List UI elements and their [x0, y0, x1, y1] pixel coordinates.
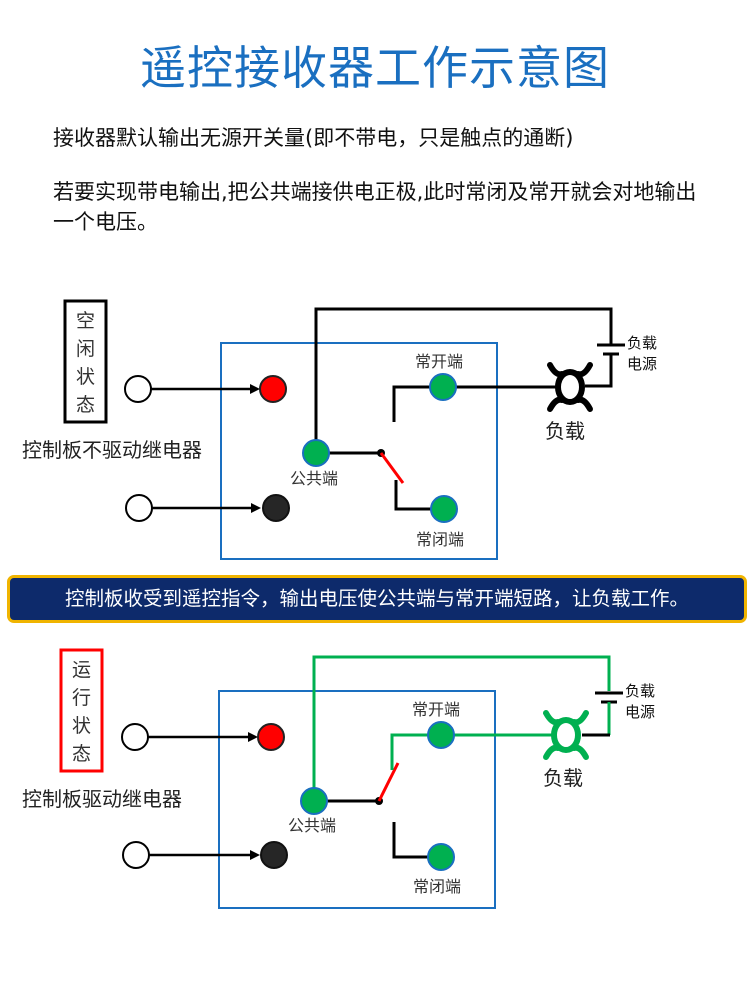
run-nc-label: 常闭端: [413, 877, 461, 896]
idle-nc-label: 常闭端: [416, 530, 464, 549]
run-nc-contact-wire: [392, 822, 441, 859]
run-state-char: 状: [72, 715, 91, 737]
idle-nc-contact-wire: [394, 480, 444, 511]
run-coil-black-terminal: [260, 841, 288, 869]
idle-input-circle-bottom: [125, 494, 153, 522]
idle-coil-red-terminal: [259, 375, 287, 403]
idle-control-label: 控制板不驱动继电器: [22, 438, 202, 462]
idle-battery-wire: [585, 354, 613, 388]
idle-input-circle-top: [124, 375, 152, 403]
description-line-2: 若要实现带电输出,把公共端接供电正极,此时常闭及常开就会对地输出一个电压。: [53, 180, 697, 234]
run-power-label: 电源: [625, 703, 655, 721]
run-relay-box: [218, 690, 496, 909]
run-nc-terminal: [427, 843, 455, 871]
idle-common-label: 公共端: [290, 469, 338, 488]
idle-arrowhead-icon: [251, 503, 261, 513]
run-no-contact-wire: [390, 733, 441, 770]
idle-relay-box: [220, 342, 498, 560]
run-no-label: 常开端: [412, 700, 460, 719]
run-common-supply-wire: [312, 655, 611, 798]
idle-common-terminal: [302, 439, 330, 467]
run-control-label: 控制板驱动继电器: [22, 787, 182, 811]
idle-no-contact-wire: [392, 385, 443, 422]
run-common-terminal: [300, 787, 328, 815]
idle-state-char: 状: [76, 366, 95, 388]
idle-diagram: 空 闲 状 态 控制板不驱动继电器 负载 电源 公共端 常开端 常闭端 负载: [22, 299, 657, 560]
running-diagram: 运 行 状 态 控制板驱动继电器 负载 电源 公共端 常开端 常闭端 负载: [22, 648, 655, 909]
run-state-char: 运: [72, 659, 91, 681]
idle-common-supply-wire: [314, 307, 613, 448]
idle-power-label: 电源: [627, 355, 657, 373]
run-state-char: 态: [72, 743, 91, 765]
run-load-icon: [543, 710, 589, 760]
idle-state-box: [63, 299, 108, 424]
idle-state-char: 空: [76, 310, 95, 332]
run-coil-red-terminal: [257, 723, 285, 751]
run-switch-arm: [377, 762, 400, 802]
page-title: 遥控接收器工作示意图: [140, 41, 610, 95]
run-input-circle-top: [121, 723, 149, 751]
idle-switch-arm: [379, 452, 405, 484]
idle-no-label: 常开端: [415, 352, 463, 371]
run-arrowhead-icon: [248, 732, 258, 742]
status-banner: 控制板收受到遥控指令，输出电压使公共端与常开端短路，让负载工作。: [7, 575, 747, 623]
run-input-circle-bottom: [122, 841, 150, 869]
idle-arrowhead-icon: [250, 384, 260, 394]
run-common-label: 公共端: [288, 816, 336, 835]
idle-state-char: 闲: [76, 338, 95, 360]
run-state-char: 行: [72, 687, 91, 709]
idle-power-label: 负载: [627, 334, 657, 352]
idle-nc-terminal: [430, 495, 458, 523]
run-arrowhead-icon: [250, 850, 260, 860]
idle-no-terminal: [429, 373, 457, 401]
run-power-label: 负载: [625, 682, 655, 700]
description-line-1: 接收器默认输出无源开关量(即不带电，只是触点的通断): [53, 126, 574, 150]
idle-load-icon: [547, 362, 593, 412]
idle-state-char: 态: [76, 394, 95, 416]
run-no-terminal: [427, 721, 455, 749]
run-state-box: [59, 648, 104, 773]
run-load-label: 负载: [543, 766, 583, 790]
idle-coil-black-terminal: [262, 494, 290, 522]
idle-load-label: 负载: [545, 419, 585, 443]
